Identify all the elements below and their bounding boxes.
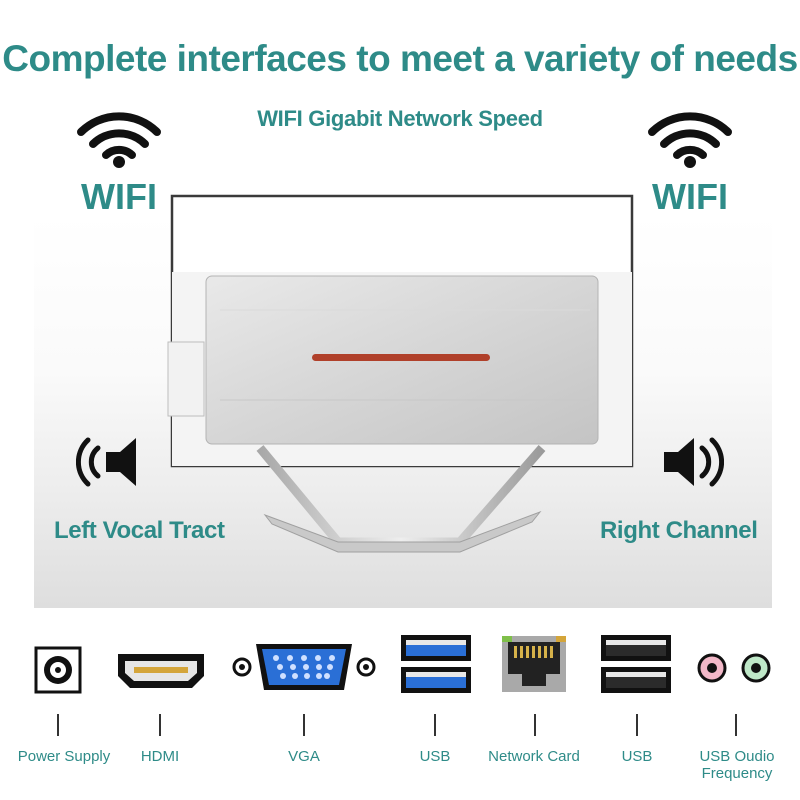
dc-power-jack-icon <box>34 646 82 694</box>
port-tick <box>636 714 638 736</box>
wifi-icon <box>77 112 161 168</box>
port-label-usb3: USB <box>419 748 451 765</box>
vga-port-icon <box>232 644 376 690</box>
port-label-usb2: USB <box>621 748 653 765</box>
port-tick <box>735 714 737 736</box>
rj45-port-icon <box>502 636 566 692</box>
usb2-port-icon <box>601 635 671 693</box>
speaker-right-icon <box>664 437 724 487</box>
right-channel-label: Right Channel <box>600 517 758 544</box>
port-label-hdmi: HDMI <box>140 748 180 765</box>
port-label-vga: VGA <box>288 748 320 765</box>
left-channel-label: Left Vocal Tract <box>54 517 225 544</box>
audio-jack-icon <box>697 653 771 683</box>
wifi-icon <box>648 112 732 168</box>
port-tick <box>534 714 536 736</box>
subheadline: WIFI Gigabit Network Speed <box>257 106 543 131</box>
port-label-usb-audio-line2: Frequency <box>701 765 773 782</box>
port-label-power-supply: Power Supply <box>17 748 111 765</box>
usb3-port-icon <box>401 635 471 693</box>
port-tick <box>303 714 305 736</box>
port-label-usb-audio: USB Oudio Frequency <box>684 748 790 782</box>
wifi-right-label: WIFI <box>652 176 728 217</box>
headline: Complete interfaces to meet a variety of… <box>2 38 798 79</box>
hdmi-port-icon <box>118 654 204 688</box>
port-label-network-card: Network Card <box>488 748 580 765</box>
port-tick <box>159 714 161 736</box>
port-tick <box>434 714 436 736</box>
speaker-left-icon <box>76 437 136 487</box>
all-in-one-pc-image <box>167 194 634 553</box>
port-label-usb-audio-line1: USB Oudio <box>699 748 775 765</box>
wifi-left-label: WIFI <box>81 176 157 217</box>
port-tick <box>57 714 59 736</box>
